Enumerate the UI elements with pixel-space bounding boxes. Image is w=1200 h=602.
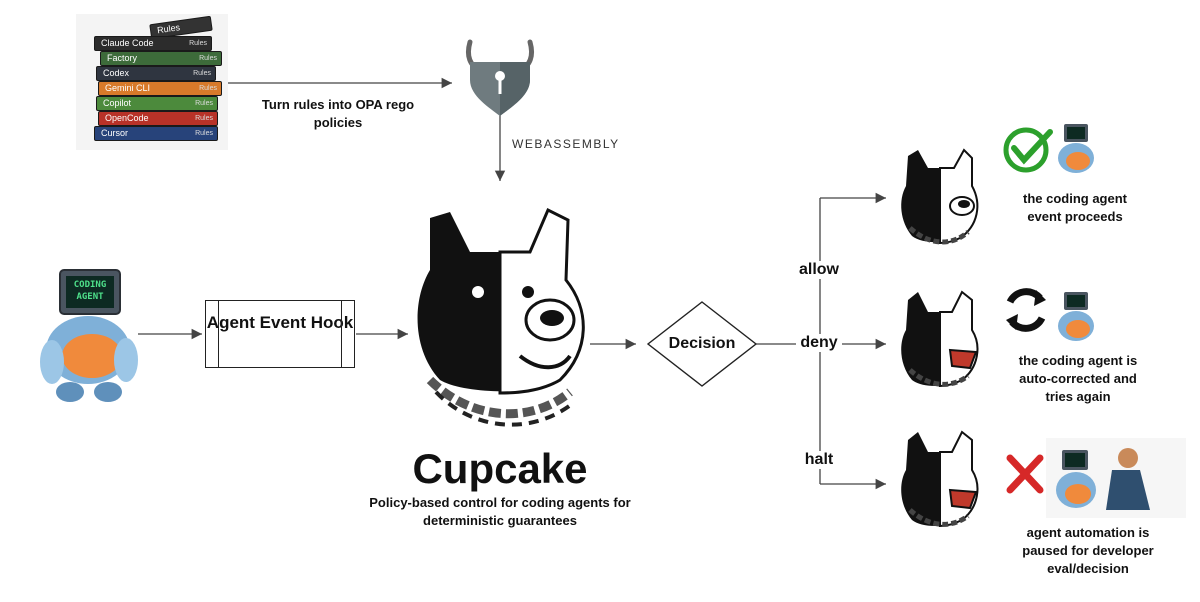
book-spine: Copilot Rules xyxy=(96,96,218,111)
cupcake-pitbull-logo xyxy=(417,207,585,427)
rules-to-opa-label: Turn rules into OPA rego policies xyxy=(261,97,415,130)
retry-cycle-icon xyxy=(1006,288,1046,332)
outcome-deny-text: the coding agent is auto-corrected and t… xyxy=(1018,353,1138,404)
book-spine: Codex Rules xyxy=(96,66,216,81)
book-spine-rules-label: Rules xyxy=(199,55,217,62)
book-label: OpenCode xyxy=(105,113,149,123)
book-spine-rules-label: Rules xyxy=(189,40,207,47)
deny-dog-icon xyxy=(901,290,979,388)
opa-viking-helmet-icon xyxy=(465,39,535,116)
robot-with-developer xyxy=(1046,438,1186,518)
branch-allow-label: allow xyxy=(794,261,844,279)
webassembly-label: WEBASSEMBLY xyxy=(512,137,620,151)
cross-icon xyxy=(1006,454,1044,494)
allow-dog-icon xyxy=(901,148,979,245)
book-label: Copilot xyxy=(103,98,132,108)
decision-label: Decision xyxy=(668,335,736,352)
book-top-label: Rules xyxy=(156,22,181,36)
coding-agent-robot xyxy=(40,269,138,402)
agent-event-hook-label: Agent Event Hook xyxy=(206,313,354,332)
book-spine: OpenCode Rules xyxy=(98,111,218,126)
small-robot-deny xyxy=(1058,292,1094,341)
book-spine-rules-label: Rules xyxy=(193,70,211,77)
book-label: Codex xyxy=(103,68,130,78)
book-label: Cursor xyxy=(101,128,129,138)
book-spine-rules-label: Rules xyxy=(195,100,213,107)
book-spine-rules-label: Rules xyxy=(195,115,213,122)
cupcake-title: Cupcake xyxy=(412,445,588,492)
branch-deny-label: deny xyxy=(796,334,842,352)
book-spine: Cursor Rules xyxy=(94,126,218,141)
halt-dog-icon xyxy=(901,430,979,528)
coding-agent-screen-text: CODING AGENT xyxy=(73,280,107,302)
branch-halt-label: halt xyxy=(798,451,840,469)
book-spine: Claude Code Rules xyxy=(94,36,212,51)
book-label: Factory xyxy=(107,53,138,63)
book-label: Claude Code xyxy=(101,38,154,48)
agent-event-hook-box: Agent Event Hook xyxy=(205,300,355,368)
book-spine-rules-label: Rules xyxy=(199,85,217,92)
outcome-allow-text: the coding agent event proceeds xyxy=(1023,191,1127,224)
cupcake-tagline: Policy-based control for coding agents f… xyxy=(369,495,631,528)
book-label: Gemini CLI xyxy=(105,83,151,93)
decision-diamond xyxy=(646,301,758,387)
book-spine-rules-label: Rules xyxy=(195,130,213,137)
book-spine: Factory Rules xyxy=(100,51,222,66)
book-spine: Gemini CLI Rules xyxy=(98,81,222,96)
outcome-halt-text: agent automation is paused for developer… xyxy=(1022,525,1154,576)
check-icon xyxy=(1003,127,1053,173)
small-robot-allow xyxy=(1058,124,1094,173)
